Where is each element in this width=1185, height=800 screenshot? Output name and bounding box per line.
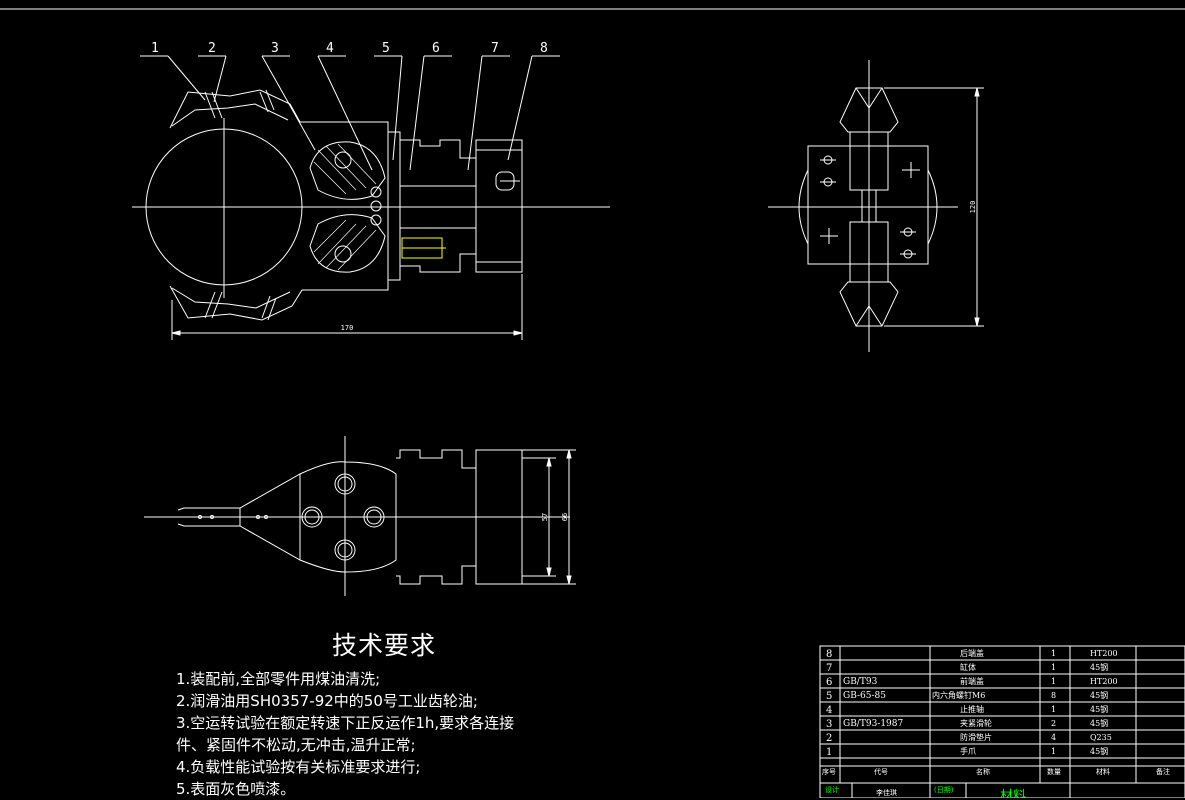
technical-requirements: 技术要求 1.装配前,全部零件用煤油清洗; 2.润滑油用SH0357-92中的5…: [176, 626, 606, 800]
bom-row-5-code: GB-65-85: [843, 691, 886, 701]
bom-row-1-mat: 45钢: [1090, 746, 1108, 756]
balloon-2: 2: [208, 41, 216, 56]
bom-row-3-qty: 2: [1051, 719, 1056, 728]
balloon-6: 6: [432, 41, 440, 56]
part-balloons: [140, 55, 560, 171]
bom-footer-design: 设计: [825, 785, 839, 794]
side-view: [768, 60, 984, 352]
bom-footer-designer: 李佳琪: [876, 788, 897, 797]
bom-footer-date: (日期): [934, 786, 954, 794]
bom-row-1-name: 手爪: [960, 746, 976, 756]
bom-row-5-name: 内六角螺钉M6: [932, 690, 985, 700]
bom-header-name: 名称: [976, 767, 990, 776]
bom-row-5-mat: 45钢: [1090, 690, 1108, 700]
bom-row-4-name: 止推轴: [960, 704, 984, 714]
bom-row-4-qty: 1: [1051, 705, 1056, 714]
tech-line-2: 2.润滑油用SH0357-92中的50号工业齿轮油;: [176, 692, 478, 710]
tech-line-1: 1.装配前,全部零件用煤油清洗;: [176, 670, 381, 688]
balloon-4: 4: [326, 41, 334, 56]
tech-line-3: 3.空运转试验在额定转速下正反运作1h,要求各连接: [176, 714, 515, 732]
bom-header-mat: 材料: [1096, 767, 1110, 776]
dim-side-height: 120: [969, 201, 977, 214]
bom-header-note: 备注: [1156, 767, 1170, 776]
top-view: [144, 436, 576, 596]
bom-row-2-name: 防滑垫片: [960, 732, 992, 742]
bom-row-3-name: 夹紧滑轮: [960, 718, 992, 728]
balloon-7: 7: [491, 41, 499, 56]
bom-row-5-qty: 8: [1051, 691, 1056, 700]
bom-row-7-qty: 1: [1051, 663, 1056, 672]
dim-top-inner: 57: [541, 513, 549, 521]
bom-row-7-mat: 45钢: [1090, 662, 1108, 672]
dim-front-width: 170: [341, 324, 354, 332]
balloon-1: 1: [151, 41, 159, 56]
bom-row-1-no: 1: [826, 747, 832, 758]
bom-header-qty: 数量: [1047, 767, 1061, 776]
dim-top-outer: 66: [561, 513, 569, 521]
bom-row-2-no: 2: [826, 733, 832, 744]
bom-row-8-qty: 1: [1051, 649, 1056, 658]
balloon-3: 3: [271, 41, 279, 56]
bom-row-8-mat: HT200: [1090, 649, 1118, 658]
bom-header-no: 序号: [822, 767, 836, 776]
bom-row-3-code: GB/T93-1987: [843, 719, 904, 729]
bom-table: 8 后端盖 1 HT200 7 缸体 1 45钢 6 GB/T93 前端盖 1 …: [819, 645, 1185, 798]
balloon-5: 5: [382, 41, 390, 56]
bom-row-4-no: 4: [826, 705, 832, 716]
bom-row-2-mat: Q235: [1090, 733, 1112, 742]
bom-row-6-mat: HT200: [1090, 677, 1118, 686]
tech-title: 技术要求: [332, 631, 437, 660]
tech-line-5: 4.负载性能试验按有关标准要求进行;: [176, 758, 421, 776]
bom-row-2-qty: 4: [1051, 733, 1056, 742]
bom-footer-material: 材料: [1000, 789, 1026, 798]
bom-row-7-no: 7: [826, 663, 832, 674]
bom-header-code: 代号: [874, 767, 888, 776]
bom-row-8-no: 8: [826, 649, 832, 660]
tech-line-6: 5.表面灰色喷漆。: [176, 780, 296, 798]
bom-row-6-no: 6: [826, 677, 832, 688]
bom-row-3-no: 3: [826, 719, 832, 730]
bom-row-3-mat: 45钢: [1090, 718, 1108, 728]
bom-row-5-no: 5: [826, 691, 832, 702]
tech-line-4: 件、紧固件不松动,无冲击,温升正常;: [176, 736, 416, 754]
bom-row-6-name: 前端盖: [960, 676, 984, 686]
front-view: [132, 89, 610, 340]
bom-row-7-name: 缸体: [960, 662, 976, 672]
bom-row-6-qty: 1: [1051, 677, 1056, 686]
bom-row-4-mat: 45钢: [1090, 704, 1108, 714]
bom-row-6-code: GB/T93: [843, 677, 878, 687]
bom-row-8-name: 后端盖: [960, 648, 984, 658]
balloon-8: 8: [540, 41, 548, 56]
bom-row-1-qty: 1: [1051, 747, 1056, 756]
